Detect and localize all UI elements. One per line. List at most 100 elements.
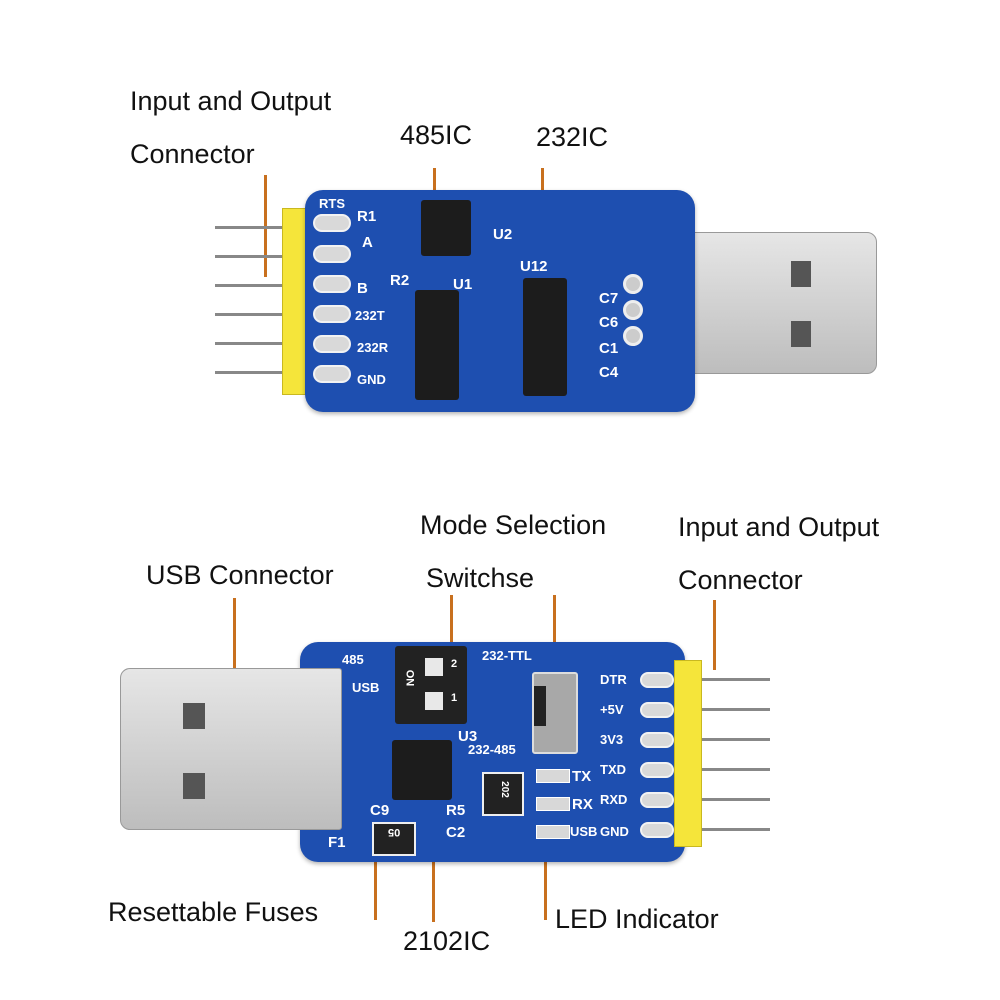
silk-switch-label: 485	[342, 652, 364, 667]
header-pad	[313, 245, 351, 263]
callout-io-connector-top: Input and Output Connector	[130, 86, 331, 170]
pin-header	[674, 660, 702, 847]
silk-ref: U1	[453, 276, 473, 293]
silk-ref: U12	[520, 258, 548, 275]
silk-pin-label: A	[362, 234, 373, 251]
silk-led-label: RX	[572, 796, 593, 813]
callout-2102ic: 2102IC	[403, 926, 491, 956]
header-pin	[700, 798, 770, 801]
callout-485ic: 485IC	[400, 120, 473, 150]
callout-usb-connector: USB Connector	[146, 560, 334, 590]
header-pad	[640, 702, 674, 718]
header-pin	[215, 371, 285, 374]
header-pin	[215, 313, 285, 316]
header-pad	[640, 762, 674, 778]
via-hole	[623, 300, 643, 320]
slide-switch[interactable]	[532, 672, 578, 754]
header-pad	[640, 792, 674, 808]
callout-mode-selection: Mode Selection Switchse	[420, 510, 606, 594]
usb-plug	[690, 232, 877, 374]
silk-ref: U3	[458, 728, 478, 745]
silk-led-label: TX	[572, 768, 592, 785]
callout-resettable-fuses: Resettable Fuses	[108, 897, 319, 927]
fuse-marking: 05	[388, 826, 401, 838]
resettable-fuse: 05	[372, 822, 416, 856]
silk-ref: U2	[493, 226, 513, 243]
leader-line	[544, 850, 547, 920]
silk-pin-label: DTR	[600, 672, 627, 687]
silk-pin-label: 3V3	[600, 732, 624, 747]
header-pin	[700, 828, 770, 831]
silk-ref: F1	[328, 834, 346, 851]
silk-pin-label: RXD	[600, 792, 628, 807]
callout-io-connector-bottom: Input and Output Connector	[678, 512, 879, 596]
silk-ref: C7	[599, 290, 619, 307]
callout-text: Input and Output	[678, 512, 880, 542]
header-pad	[313, 305, 351, 323]
silk-ref: C2	[446, 824, 466, 841]
via-hole	[623, 274, 643, 294]
via-hole	[623, 326, 643, 346]
ic-485-chip	[421, 200, 471, 256]
ic-u1-chip	[415, 290, 459, 400]
silk-ref: R5	[446, 802, 466, 819]
dip-switch-toggle-1[interactable]	[425, 692, 443, 710]
header-pin	[215, 255, 285, 258]
leader-line	[233, 598, 236, 716]
silk-pin-label: TXD	[600, 762, 626, 777]
header-pin	[700, 738, 770, 741]
dip-switch[interactable]: ON 1 2	[395, 646, 467, 724]
resistor-marking: 202	[498, 781, 510, 798]
header-pad	[640, 822, 674, 838]
usb-plug-hole	[183, 703, 205, 729]
dip-switch-toggle-2[interactable]	[425, 658, 443, 676]
silk-switch-label: ON	[403, 669, 416, 687]
callout-text: Switchse	[426, 563, 535, 593]
silk-ref: C9	[370, 802, 390, 819]
leader-line	[450, 595, 453, 663]
ic-232-chip	[523, 278, 567, 396]
header-pin	[215, 342, 285, 345]
silk-switch-label: 2	[451, 658, 458, 670]
silk-pin-label: 232T	[355, 308, 385, 323]
silk-pin-label: GND	[357, 372, 386, 387]
callout-text: Mode Selection	[420, 510, 607, 540]
silk-switch-label: 232-485	[468, 742, 516, 757]
callout-led-indicator: LED Indicator	[555, 904, 719, 934]
header-pin	[215, 284, 285, 287]
silk-ref: C6	[599, 314, 619, 331]
slide-switch-knob[interactable]	[534, 686, 546, 726]
callout-232ic: 232IC	[536, 122, 609, 152]
silk-switch-label: USB	[352, 680, 380, 695]
header-pad	[313, 335, 351, 353]
silk-pin-label: 232R	[357, 340, 389, 355]
usb-plug-hole	[183, 773, 205, 799]
silk-switch-label: 1	[451, 692, 458, 704]
led-usb	[536, 825, 570, 839]
resistor-array: 202	[482, 772, 524, 816]
led-tx	[536, 769, 570, 783]
usb-plug	[120, 668, 342, 830]
header-pad	[640, 672, 674, 688]
bottom-pcb: 485 USB 232-TTL 232-485 ON 1 2 U3 C9 R5 …	[300, 642, 685, 862]
leader-line	[553, 595, 556, 665]
leader-line	[713, 600, 716, 670]
header-pad	[313, 275, 351, 293]
leader-line	[541, 168, 544, 190]
silk-ref: C1	[599, 340, 619, 357]
silk-pin-label: RTS	[319, 196, 345, 211]
top-pcb: RTS A B 232T 232R GND R1 R2 U1 U2 U12 C7…	[305, 190, 695, 412]
callout-text: Input and Output	[130, 86, 332, 116]
silk-pin-label: B	[357, 280, 368, 297]
ic-2102-chip	[392, 740, 452, 800]
silk-ref: R1	[357, 208, 377, 225]
header-pin	[215, 226, 285, 229]
header-pad	[640, 732, 674, 748]
silk-ref: C4	[599, 364, 619, 381]
silk-switch-label: 232-TTL	[482, 648, 532, 663]
header-pin	[700, 768, 770, 771]
leader-line	[374, 855, 377, 920]
silk-led-label: USB	[570, 824, 598, 839]
header-pin	[700, 708, 770, 711]
silk-pin-label: GND	[600, 824, 629, 839]
